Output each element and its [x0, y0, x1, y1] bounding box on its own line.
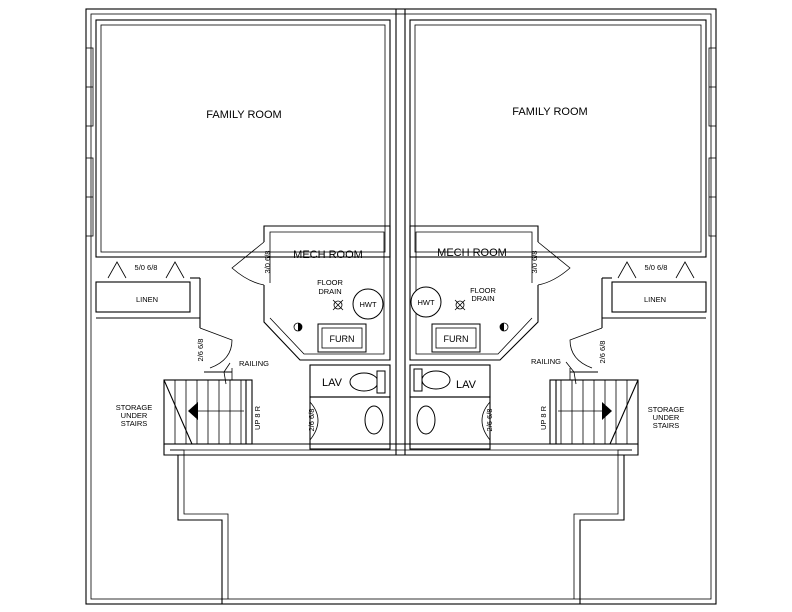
storage-label-right-2: UNDER [653, 413, 680, 422]
door-label-50-left: 5/0 6/8 [135, 263, 158, 272]
right-unit [409, 19, 707, 604]
floor-drain-label-right-2: DRAIN [471, 294, 494, 303]
door-label-26-left-b: 2/6 6/8 [307, 409, 316, 432]
door-label-50-right: 5/0 6/8 [645, 263, 668, 272]
storage-label-left-3: STAIRS [121, 419, 148, 428]
floor-drain-label-left-1: FLOOR [317, 278, 343, 287]
door-label-26-right-b: 2/6 6/8 [485, 409, 494, 432]
linen-closet-left [95, 281, 191, 313]
family-room-label-right: FAMILY ROOM [512, 106, 587, 118]
windows [85, 47, 717, 237]
floor-drain-label-left-2: DRAIN [318, 287, 341, 296]
stair-arrow-right [602, 402, 612, 420]
hwt-label-right: HWT [417, 298, 434, 307]
stair-note-right: UP 8 R [539, 405, 548, 430]
lower-extension-left [163, 444, 223, 604]
exterior-walls [85, 8, 717, 605]
linen-closet-right [611, 281, 707, 313]
door-label-26-left-a: 2/6 6/8 [196, 339, 205, 362]
family-room-right [409, 19, 707, 258]
hwt-left [352, 288, 384, 320]
hwt-label-left: HWT [359, 300, 376, 309]
stair-arrow-left [188, 402, 198, 420]
furnace-right [431, 323, 481, 353]
furn-label-left: FURN [330, 334, 355, 344]
sink-right [416, 405, 436, 435]
lav-label-left: LAV [322, 377, 343, 389]
floor-drain-left [333, 300, 343, 310]
furn-label-right: FURN [444, 334, 469, 344]
storage-label-right-1: STORAGE [648, 405, 685, 414]
storage-label-left-1: STORAGE [116, 403, 153, 412]
family-room-left [95, 19, 391, 258]
mech-room-label-right: MECH ROOM [437, 247, 507, 259]
mech-room-left [263, 225, 391, 361]
lav-label-right: LAV [456, 379, 477, 391]
railing-label-left: RAILING [239, 359, 269, 368]
left-unit [95, 19, 391, 604]
toilet-left [349, 372, 379, 392]
mech-room-right [409, 225, 539, 361]
linen-label-right: LINEN [644, 295, 666, 304]
family-room-label-left: FAMILY ROOM [206, 109, 281, 121]
railing-label-right: RAILING [531, 357, 561, 366]
shared-landing [164, 443, 638, 456]
storage-label-right-3: STAIRS [653, 421, 680, 430]
mech-room-label-left: MECH ROOM [293, 249, 363, 261]
floor-drain-right [455, 300, 465, 310]
linen-label-left: LINEN [136, 295, 158, 304]
door-label-30-right: 3/0 6/8 [530, 251, 539, 274]
stair-note-left: UP 8 R [253, 405, 262, 430]
toilet-right [421, 370, 451, 390]
storage-label-left-2: UNDER [121, 411, 148, 420]
furnace-left [317, 323, 367, 353]
sink-left [364, 405, 384, 435]
hwt-right [410, 286, 442, 318]
door-label-30-left: 3/0 6/8 [263, 251, 272, 274]
door-label-26-right-a: 2/6 6/8 [598, 341, 607, 364]
lower-extension-right [579, 444, 639, 604]
floor-drain-label-right-1: FLOOR [470, 286, 496, 295]
